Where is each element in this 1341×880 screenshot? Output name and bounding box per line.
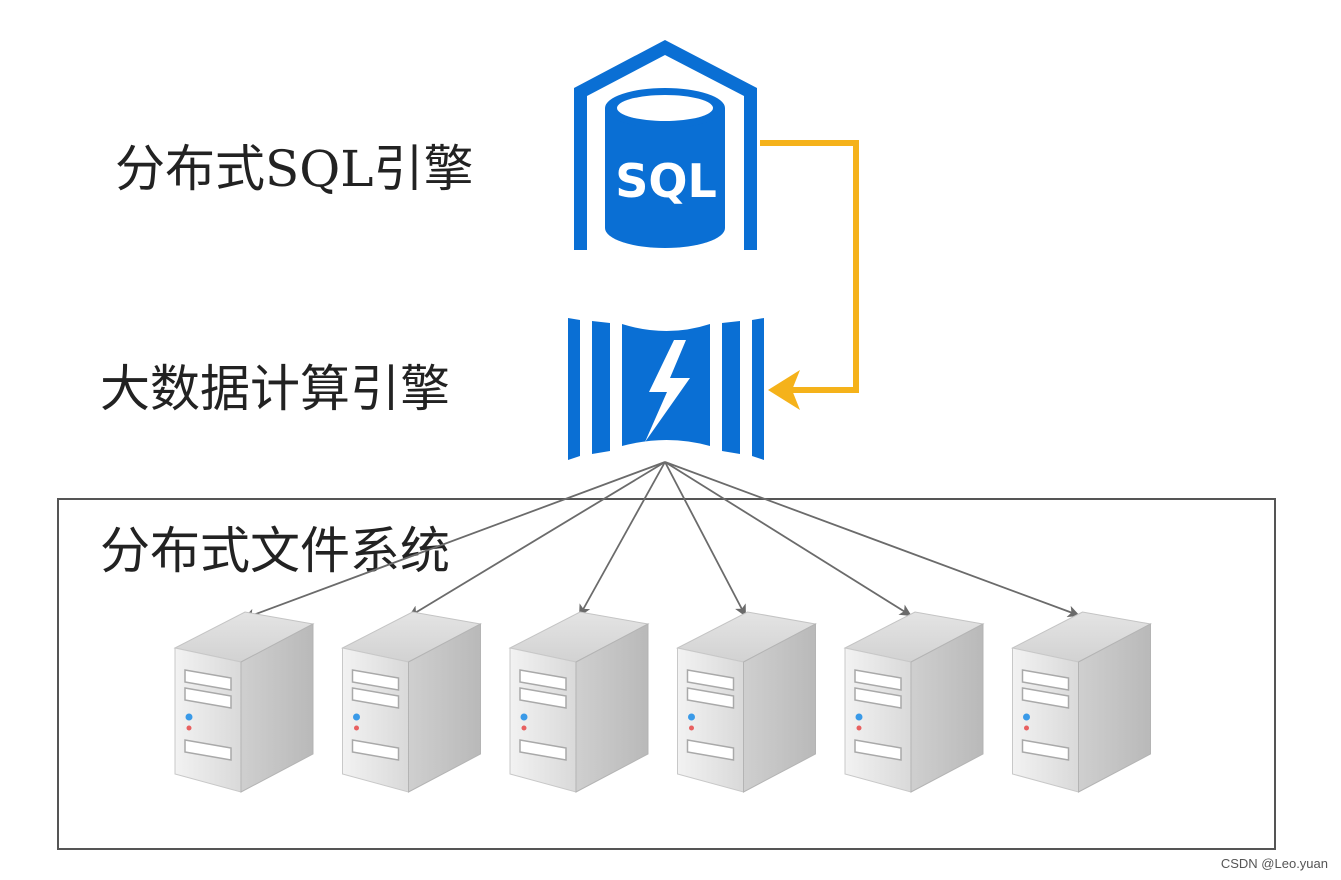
sql-icon-text: SQL	[615, 154, 717, 208]
fan-out-arrow	[579, 461, 666, 617]
watermark: CSDN @Leo.yuan	[1221, 856, 1328, 871]
server-tower-icon	[173, 611, 315, 793]
lightning-compute-icon	[568, 318, 764, 460]
sql-engine-label: 分布式SQL引擎	[115, 140, 473, 198]
fan-out-arrow	[664, 461, 746, 617]
fan-out-arrow	[408, 461, 666, 618]
server-tower-icon	[843, 611, 985, 793]
fan-out-arrows	[243, 461, 1080, 621]
sql-database-icon: SQL	[574, 40, 757, 250]
yellow-connector-arrow	[760, 140, 859, 393]
fan-out-arrow	[243, 461, 666, 621]
compute-engine-label: 大数据计算引擎	[100, 360, 450, 418]
file-system-label: 分布式文件系统	[100, 522, 450, 580]
server-row	[173, 611, 1153, 793]
server-tower-icon	[676, 611, 818, 793]
file-system-box	[57, 498, 1276, 850]
fan-out-arrow	[664, 461, 912, 617]
server-tower-icon	[341, 611, 483, 793]
server-tower-icon	[1011, 611, 1153, 793]
fan-out-arrow	[664, 461, 1080, 618]
server-tower-icon	[508, 611, 650, 793]
